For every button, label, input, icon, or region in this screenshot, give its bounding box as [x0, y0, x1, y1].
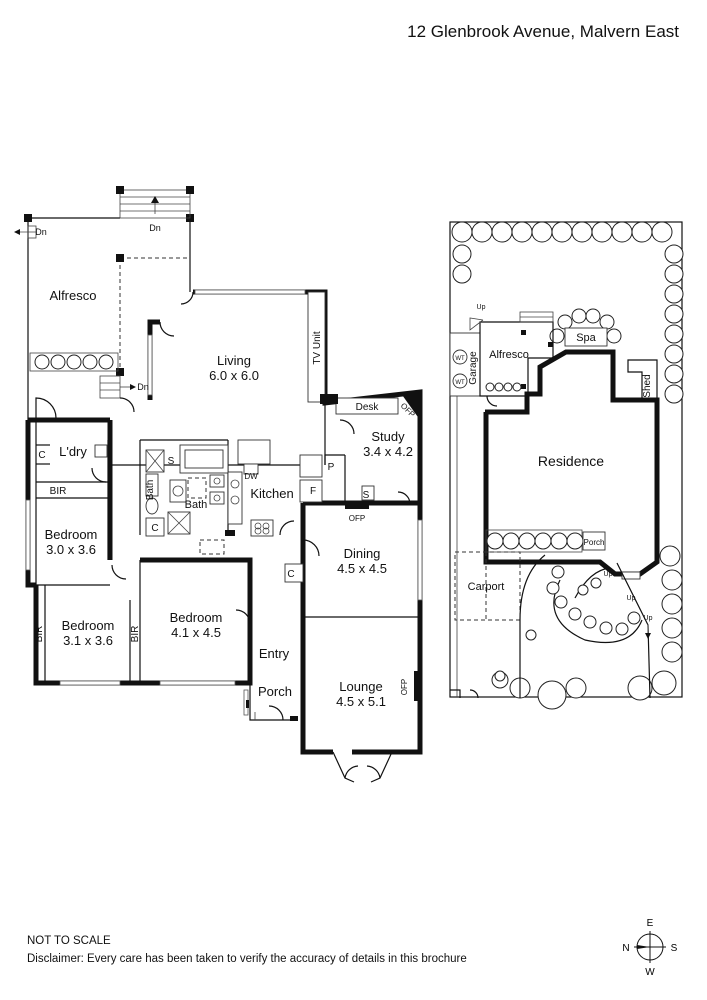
disclaimer-text: Disclaimer: Every care has been taken to…	[27, 953, 467, 965]
bir-label-2: BIR	[34, 626, 45, 643]
site-porch-label: Porch	[584, 538, 605, 547]
laundry-label: L'dry	[59, 444, 87, 459]
water-tank-1	[452, 373, 468, 389]
bir-label-1: BIR	[50, 486, 67, 497]
stairs-up-label-3: Up	[627, 595, 636, 602]
compass-north: N	[622, 943, 629, 954]
front-hedge	[485, 529, 584, 553]
compass-icon: E W N S	[622, 918, 678, 977]
stairs-down-label-3: Dn	[137, 382, 149, 392]
dining-label: Dining	[344, 546, 381, 561]
carport	[454, 551, 521, 621]
perimeter-trees	[451, 221, 684, 710]
dining-fireplace	[345, 503, 369, 509]
shed-label: Shed	[642, 374, 653, 397]
bedroom-3-size: 4.1 x 4.5	[171, 625, 221, 640]
bir-label-3: BIR	[130, 626, 141, 643]
bedroom-1-size: 3.0 x 3.6	[46, 542, 96, 557]
lounge-size: 4.5 x 5.1	[336, 694, 386, 709]
back-stairs	[99, 375, 136, 399]
fireplace-label-2: OFP	[400, 679, 409, 695]
kitchen-label: Kitchen	[250, 486, 293, 501]
cupboard-label-3: C	[287, 569, 294, 580]
compass-east: E	[647, 918, 654, 929]
stairs-up-label-4: Up	[644, 615, 653, 622]
site-alfresco-label: Alfresco	[489, 349, 529, 361]
site-porch	[582, 531, 606, 551]
side-stairs	[14, 225, 37, 239]
bay-window	[332, 751, 393, 783]
bath-2-label: Bath	[185, 499, 208, 511]
water-tank-label-1: WT	[455, 380, 465, 386]
compass-west: W	[645, 967, 655, 977]
alfresco-hedge	[29, 352, 119, 372]
property-address: 12 Glenbrook Avenue, Malvern East	[407, 22, 679, 41]
living-size: 6.0 x 6.0	[209, 368, 259, 383]
fireplace-label-1: OFP	[349, 514, 365, 523]
entry-label: Entry	[259, 646, 290, 661]
water-tank-2	[452, 349, 468, 365]
living-label: Living	[217, 353, 251, 368]
cupboard-label-1: C	[38, 450, 45, 461]
lounge-label: Lounge	[339, 679, 382, 694]
pantry-label: P	[328, 462, 335, 473]
bedroom-2-size: 3.1 x 3.6	[63, 633, 113, 648]
site-plan: Residence Alfresco Garage WT WT Spa Shed…	[449, 221, 684, 710]
bedroom-3-label: Bedroom	[170, 610, 223, 625]
stairs-up-label-2: Up	[604, 571, 613, 578]
cupboard-label-2: C	[151, 523, 158, 534]
lounge-fireplace	[414, 671, 420, 701]
stairs-down-label-1: Dn	[149, 223, 161, 233]
bedroom-2-label: Bedroom	[62, 618, 115, 633]
tv-unit-cabinet	[307, 291, 326, 403]
garage-label: Garage	[468, 351, 479, 385]
shower-label-1: S	[168, 456, 175, 467]
study-label: Study	[371, 429, 405, 444]
tv-unit-label: TV Unit	[312, 331, 323, 365]
porch-label: Porch	[258, 684, 292, 699]
dining-size: 4.5 x 4.5	[337, 561, 387, 576]
front-porch	[243, 683, 298, 721]
alfresco-label: Alfresco	[50, 288, 97, 303]
garden-trees	[494, 565, 641, 682]
residence-outline	[483, 349, 660, 577]
alfresco-area	[14, 186, 194, 420]
compass-south: S	[671, 943, 678, 954]
scale-note: NOT TO SCALE	[27, 935, 111, 947]
stairs-up-label-1: Up	[477, 304, 486, 311]
fridge-label: F	[310, 486, 316, 497]
stairs-down-label-2: Dn	[35, 227, 47, 237]
dishwasher-label: DW	[244, 472, 258, 481]
kitchen-fixtures	[179, 439, 295, 555]
shower-label-2: S	[363, 490, 370, 501]
study-size: 3.4 x 4.2	[363, 444, 413, 459]
residence-label: Residence	[538, 453, 604, 469]
carport-label: Carport	[468, 581, 505, 593]
shed	[627, 359, 658, 401]
spa-label: Spa	[576, 332, 596, 344]
water-tank-label-2: WT	[455, 356, 465, 362]
floor-plan: Alfresco Living 6.0 x 6.0 TV Unit Desk S…	[14, 186, 423, 783]
desk-label: Desk	[356, 402, 380, 413]
spa	[564, 327, 608, 347]
laundry-trough	[94, 444, 108, 458]
bathroom-fixtures	[145, 449, 225, 537]
deck-stairs	[116, 186, 194, 219]
bath-1-label: Bath	[145, 480, 156, 501]
desk-unit	[335, 397, 399, 415]
bedroom-1-label: Bedroom	[45, 527, 98, 542]
